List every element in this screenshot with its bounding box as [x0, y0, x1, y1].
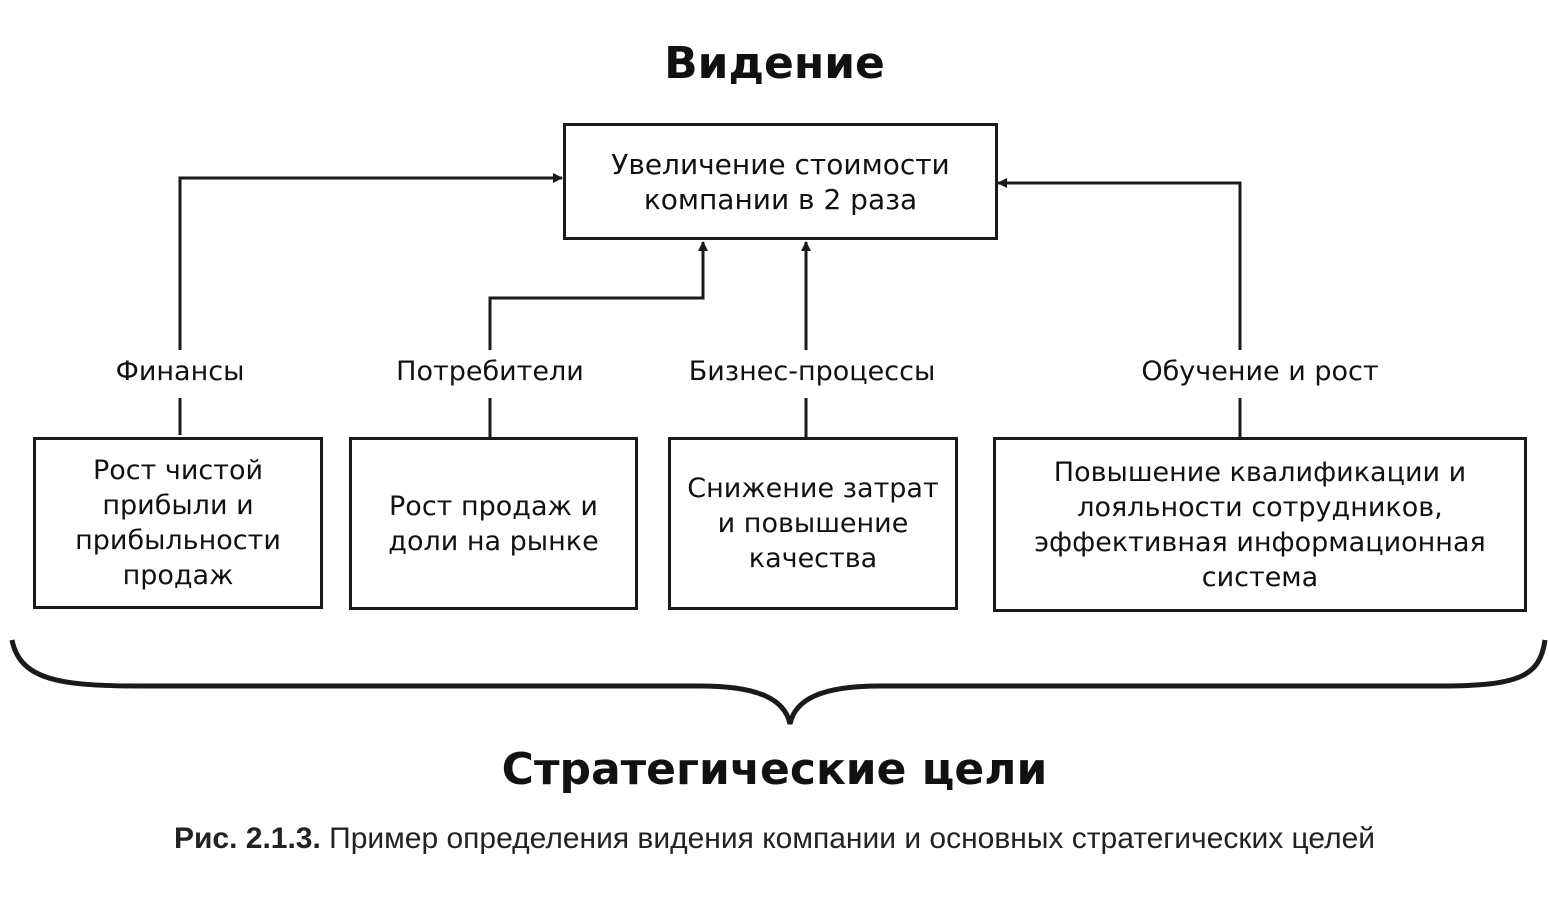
objective-box-customers: Рост продаж и доли на рынке	[349, 437, 638, 610]
vision-goal-box: Увеличение стоимости компании в 2 раза	[563, 123, 998, 240]
vision-title: Видение	[664, 38, 885, 89]
strategic-goals-title: Стратегические цели	[501, 744, 1048, 795]
arrow-finance-to-vision	[178, 173, 563, 350]
figure-number: Рис. 2.1.3.	[173, 822, 321, 855]
curly-brace	[9, 639, 1548, 725]
perspective-label-finance: Финансы	[115, 356, 245, 387]
figure-caption-text: Пример определения видения компании и ос…	[320, 822, 1376, 855]
perspective-label-learning: Обучение и рост	[1141, 356, 1379, 387]
figure-caption: Рис. 2.1.3. Пример определения видения к…	[0, 822, 1549, 856]
perspective-label-processes: Бизнес-процессы	[688, 356, 936, 387]
objective-box-processes: Снижение затрат и повышение качества	[668, 437, 958, 610]
objective-box-learning: Повышение квалификации и лояльности сотр…	[993, 437, 1527, 612]
perspective-label-customers: Потребители	[396, 356, 584, 387]
arrow-customers-to-vision	[488, 241, 708, 350]
arrow-learning-to-vision	[997, 178, 1242, 350]
objective-box-finance: Рост чистой прибыли и прибыльности прода…	[33, 437, 323, 609]
